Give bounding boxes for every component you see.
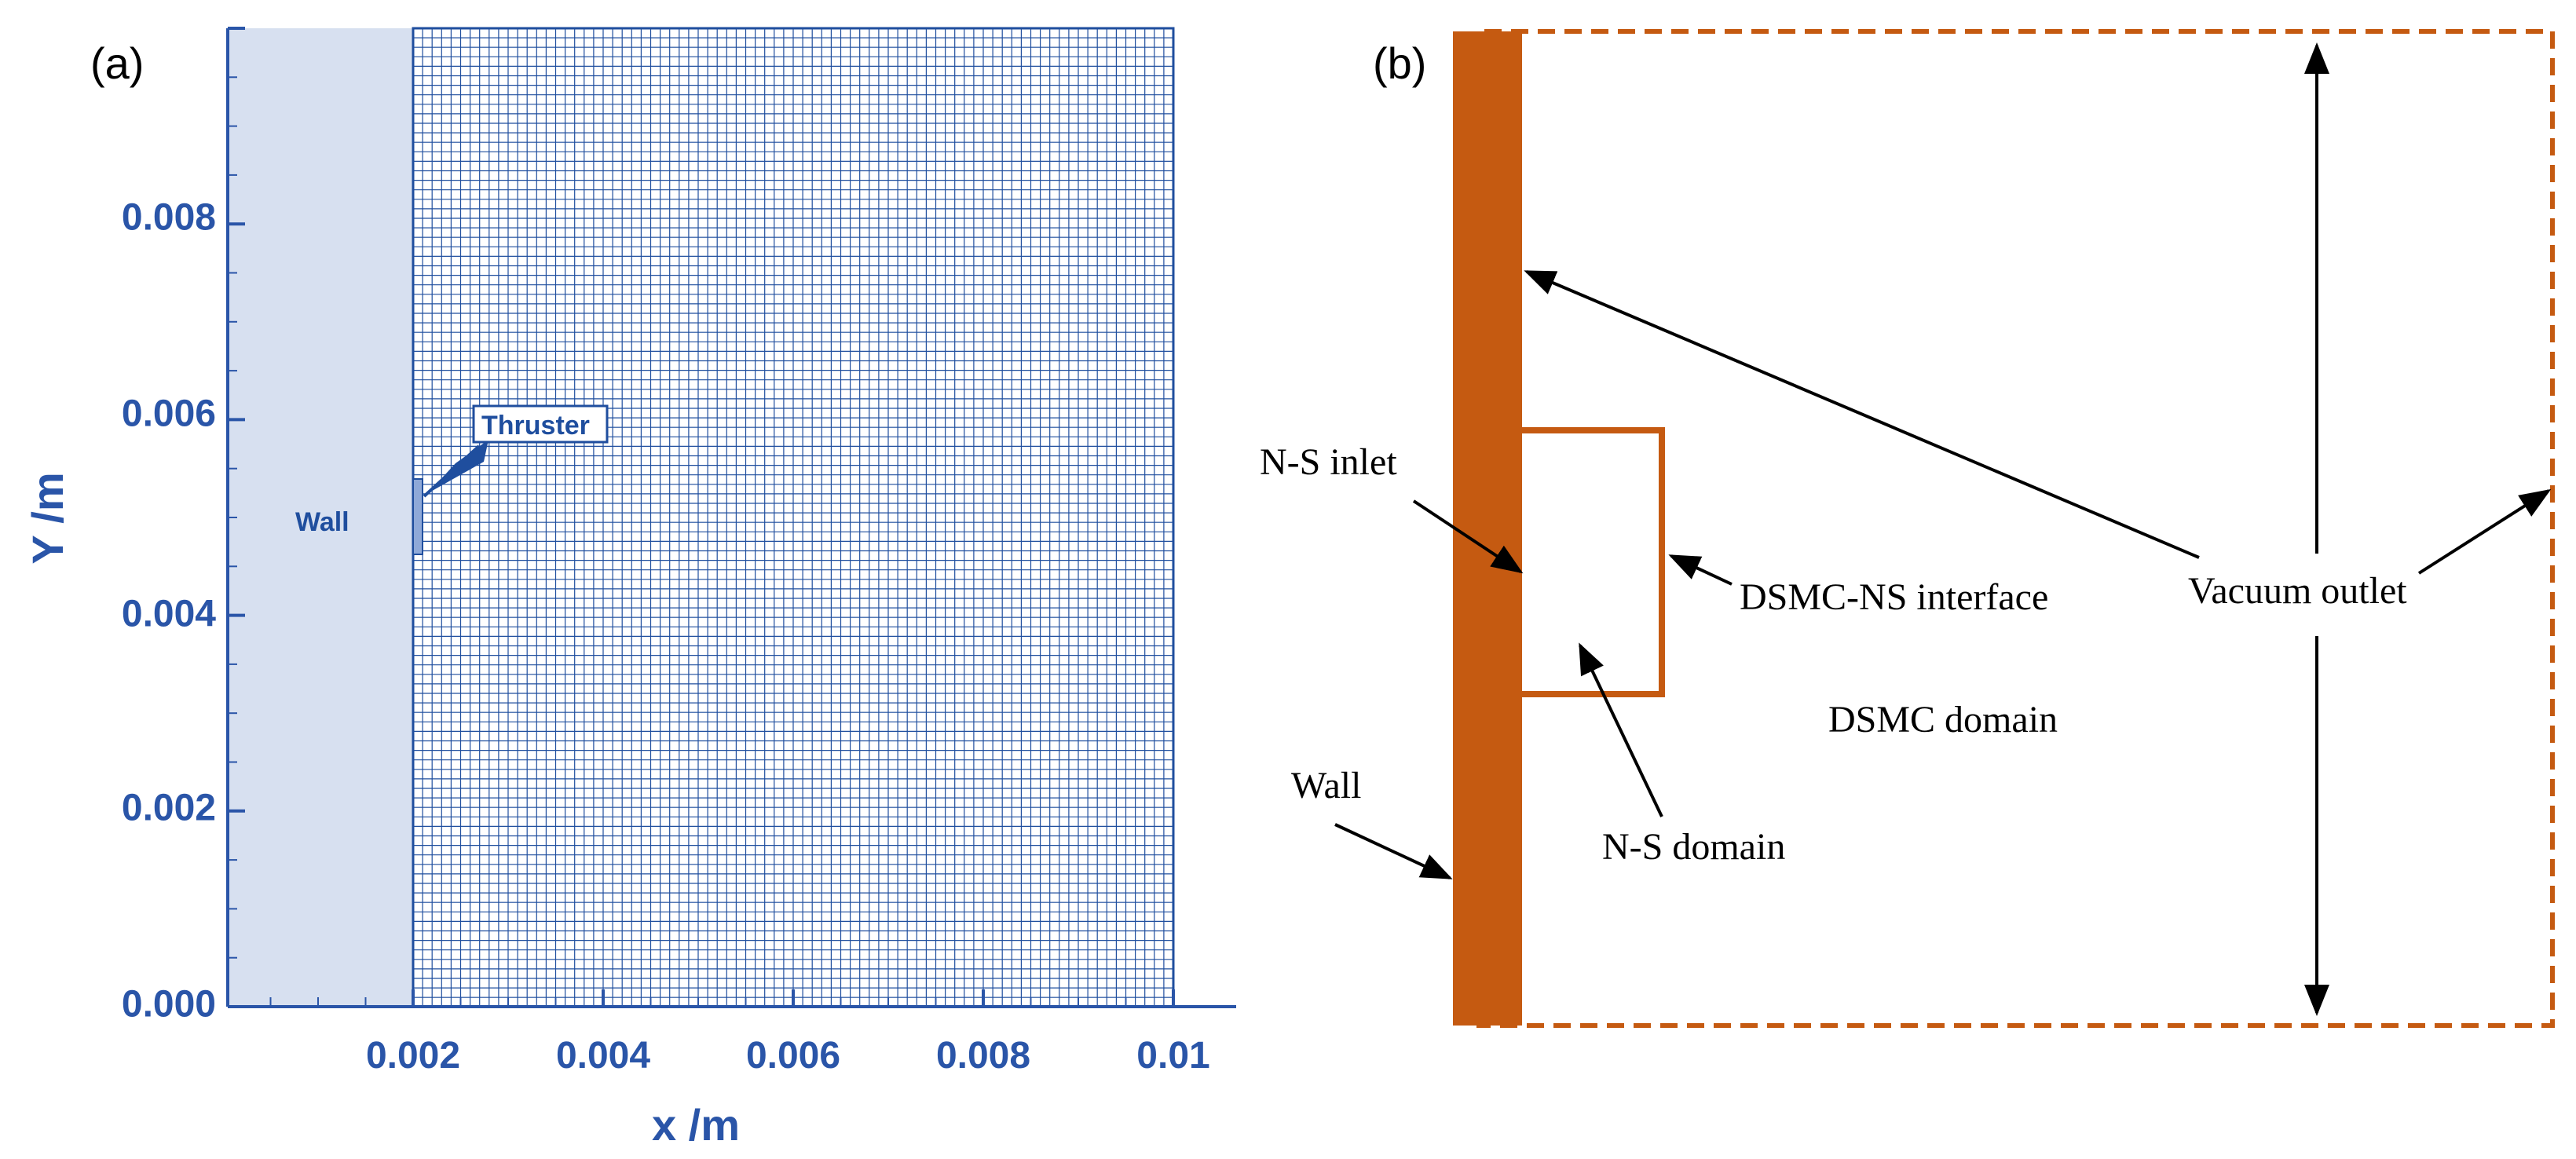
wall-arrow [1334,823,1453,879]
vacuum-outlet-arrow-right [2417,488,2552,575]
interface-label: DSMC-NS interface [1740,576,2048,618]
x-tick-label: 0.01 [1136,1035,1209,1077]
y-tick-label: 0.006 [122,393,216,435]
wall-bar [1453,31,1522,1026]
vacuum-outlet-boundary [1476,29,2555,1028]
panel-a: (a) Wall Thruster 0.000 0.002 0.004 0.00… [23,27,1236,1150]
x-tick-label: 0.004 [556,1035,650,1077]
x-tick-label: 0.008 [936,1035,1030,1077]
y-axis-title: Y /m [23,472,72,564]
computational-mesh [412,27,1174,1007]
x-tick-labels: 0.002 0.004 0.006 0.008 0.01 [366,1035,1210,1077]
ns-domain-arrow [1579,642,1663,817]
y-tick-label: 0.008 [122,197,216,239]
wall-label-b: Wall [1291,765,1361,806]
wall-region [228,28,413,1007]
thruster-callout-line [423,444,481,498]
wall-label-a: Wall [295,507,349,537]
axis-ticks [228,27,1175,1008]
x-tick-label: 0.002 [366,1035,460,1077]
thruster-marker [412,478,423,555]
panel-b: (b) N-S inlet DSMC-NS interface Vacuum o… [1260,29,2555,1028]
y-tick-label: 0.004 [122,594,216,635]
thruster-label-box [472,404,609,444]
y-tick-labels: 0.000 0.002 0.004 0.006 0.008 [122,197,216,1026]
panel-a-label: (a) [90,38,144,88]
x-tick-label: 0.006 [746,1035,840,1077]
annotation-arrows [1334,42,2552,1016]
vacuum-outlet-label: Vacuum outlet [2188,570,2407,612]
ns-domain-box [1522,427,1665,697]
ns-inlet-label: N-S inlet [1260,441,1397,483]
vacuum-outlet-arrow-left [1524,270,2200,559]
thruster-label: Thruster [481,411,590,441]
y-tick-label: 0.000 [122,984,216,1026]
panel-b-label: (b) [1373,38,1426,88]
y-tick-label: 0.002 [122,788,216,829]
dsmc-domain-label: DSMC domain [1828,699,2058,740]
interface-arrow [1668,554,1733,586]
ns-domain-label: N-S domain [1602,826,1785,868]
x-axis-title: x /m [652,1100,740,1150]
ns-inlet-arrow [1412,499,1524,574]
